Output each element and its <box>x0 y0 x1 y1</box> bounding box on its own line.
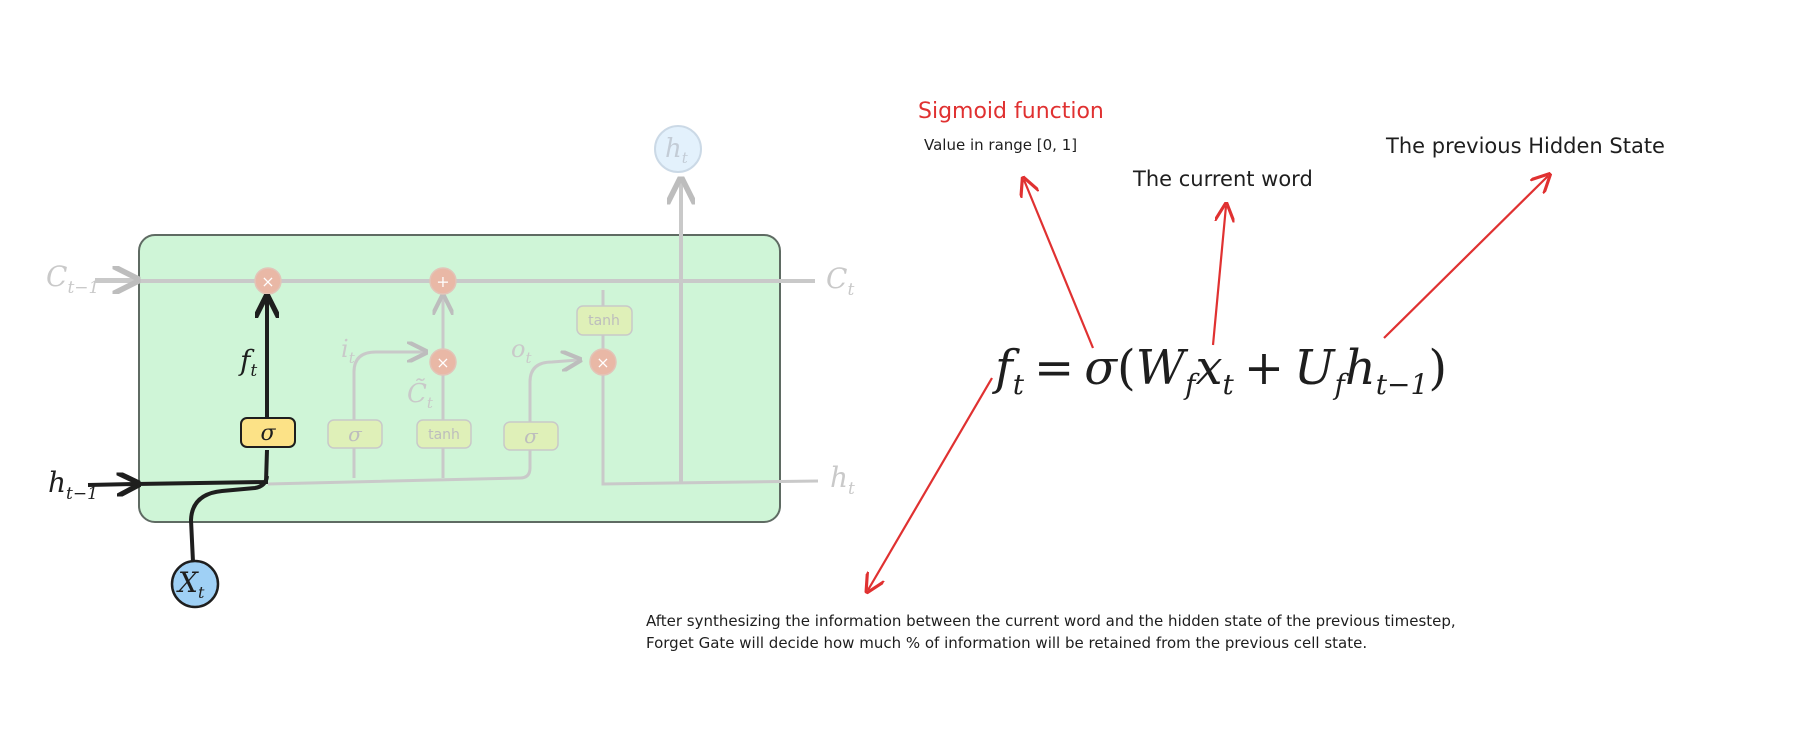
sigmoid-title-annotation: Sigmoid function <box>918 99 1104 124</box>
input-gate-path <box>352 352 424 478</box>
candidate-tanh-box <box>416 419 472 449</box>
hidden-output-node-label: ht <box>665 134 689 167</box>
input-x-node <box>170 559 220 609</box>
cell-add-symbol: + <box>436 272 449 291</box>
hidden-state-internal-line <box>267 440 532 486</box>
cell-state-in-label: Ct−1 <box>46 260 99 298</box>
candidate-tanh-label: tanh <box>428 427 460 443</box>
output-gate-path <box>528 360 578 435</box>
input-multiply-symbol: × <box>436 353 449 372</box>
previous-hidden-annotation: The previous Hidden State <box>1385 134 1665 158</box>
hidden-output-node <box>654 125 702 173</box>
cell-add-node <box>429 267 457 295</box>
forget-gate-equation: ft=σ(Wfxt+Ufht−1) <box>992 340 1447 401</box>
output-multiply-symbol: × <box>596 353 609 372</box>
input-multiply-node <box>429 348 457 376</box>
input-gate-label: it <box>341 335 356 367</box>
explanation-line-2: Forget Gate will decide how much % of in… <box>646 634 1367 652</box>
current-word-annotation-arrow <box>1211 206 1226 346</box>
explanation-line-1: After synthesizing the information betwe… <box>646 612 1456 630</box>
output-gate-box <box>503 421 559 451</box>
output-tanh-label: tanh <box>588 313 620 329</box>
input-x-node-label: Xt <box>176 566 205 602</box>
x-input-path <box>188 475 269 563</box>
cell-state-out-label: Ct <box>826 262 854 300</box>
forget-multiply-symbol: × <box>261 272 274 291</box>
hidden-out-right-label: ht <box>830 461 855 499</box>
output-gate-label: ot <box>511 335 532 367</box>
candidate-label: C̃t <box>407 378 434 412</box>
hidden-in-label: ht−1 <box>48 466 98 504</box>
sigmoid-annotation-arrow <box>1024 180 1095 349</box>
output-tanh-box <box>576 305 633 336</box>
input-gate-symbol: σ <box>348 422 363 446</box>
sigmoid-range-annotation: Value in range [0, 1] <box>924 136 1077 154</box>
forget-gate-symbol: σ <box>260 421 276 446</box>
forget-gate-box <box>240 417 296 448</box>
output-multiply-node <box>589 348 617 376</box>
forget-multiply-node <box>254 267 282 295</box>
explanation-annotation-arrow <box>868 377 993 590</box>
hidden-input-arrow <box>87 484 136 485</box>
previous-hidden-annotation-arrow <box>1383 176 1548 339</box>
input-gate-box <box>327 419 383 449</box>
current-word-annotation: The current word <box>1132 167 1313 191</box>
output-gate-symbol: σ <box>524 424 539 448</box>
